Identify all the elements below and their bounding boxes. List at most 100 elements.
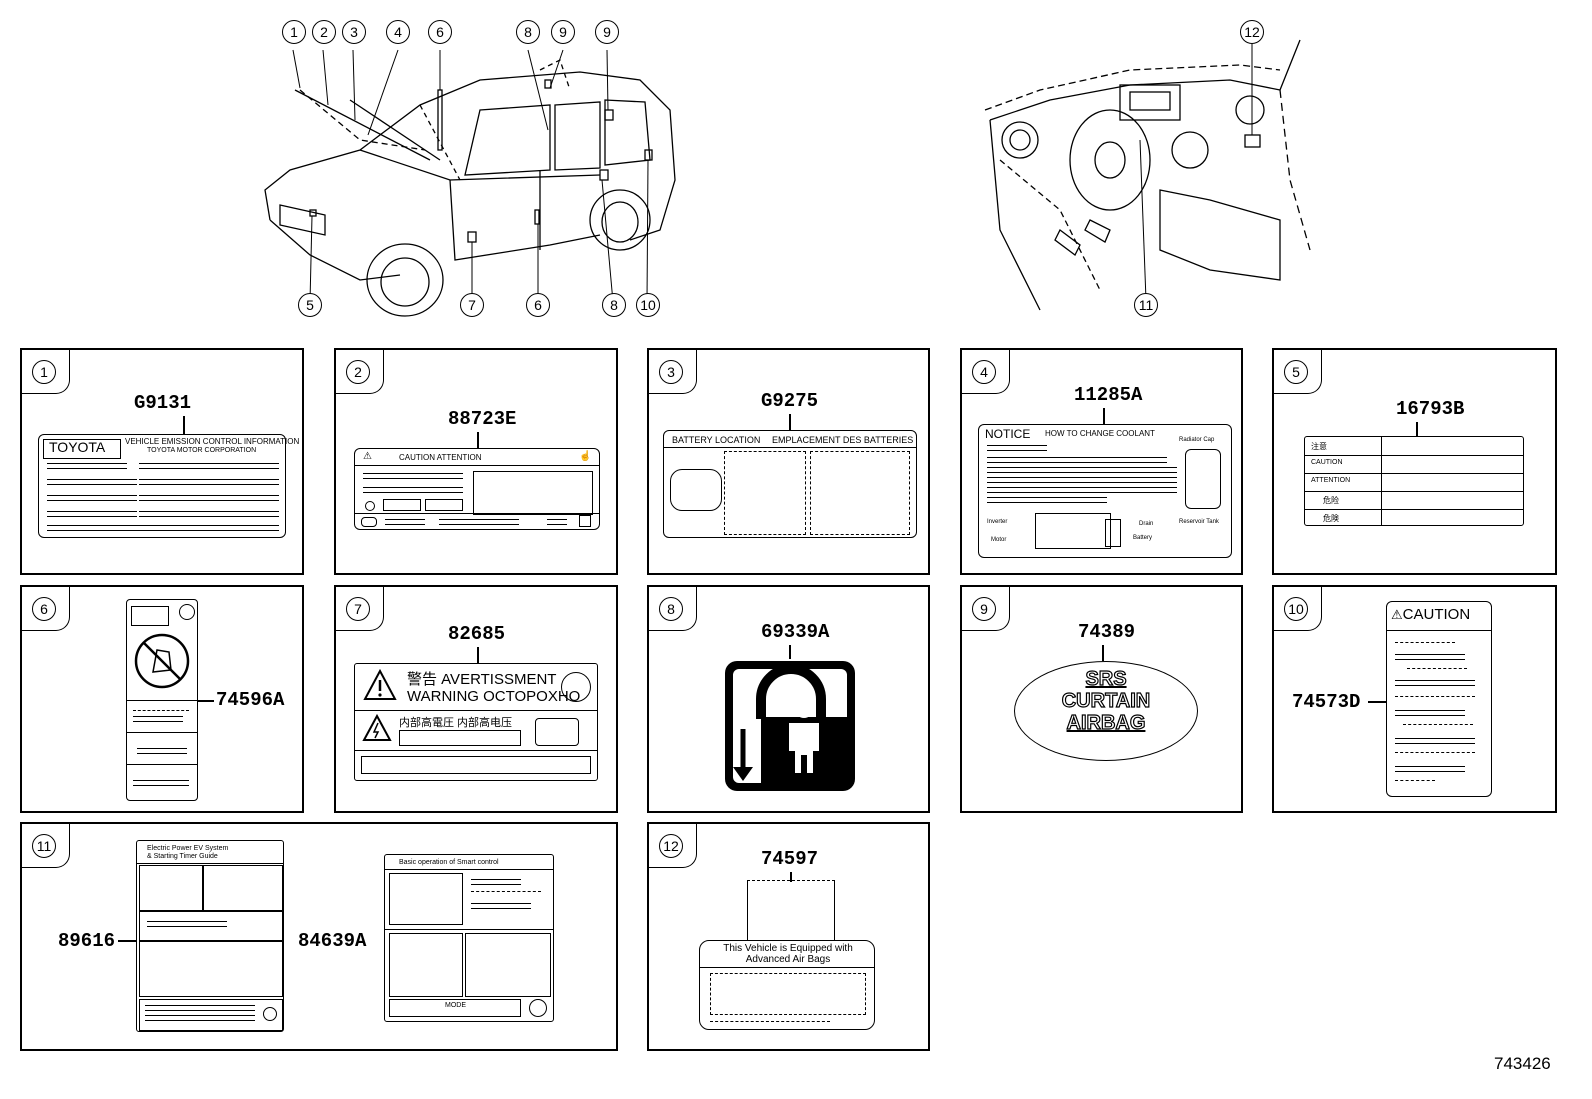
panel-number: 9 <box>972 597 996 621</box>
panel-tab: 12 <box>649 824 697 868</box>
panel-tab: 11 <box>22 824 70 868</box>
high-voltage-label: 警告 AVERTISSMENT WARNING OCTOPOXHO 内部高電圧 … <box>354 663 598 781</box>
coolant-heading: HOW TO CHANGE COOLANT <box>1045 429 1155 438</box>
no-touch-icon <box>561 672 591 702</box>
callout-10: 10 <box>636 293 660 317</box>
panel-tab: 3 <box>649 350 697 394</box>
row-text-1: 注意 <box>1311 442 1327 451</box>
leader-line <box>198 700 214 702</box>
panel-6: 6 74596A <box>20 585 304 813</box>
advanced-airbags-line-2: Advanced Air Bags <box>745 954 831 965</box>
part-number-b: 84639A <box>298 930 367 952</box>
callout-6b: 6 <box>526 293 550 317</box>
caution-heading: ⚠CAUTION <box>1391 606 1470 623</box>
callout-8: 8 <box>516 20 540 44</box>
leader-line <box>789 414 791 430</box>
leader-line-a <box>118 940 136 942</box>
battery-location-fr-text: EMPLACEMENT DES BATTERIES <box>772 435 914 445</box>
panel-number: 4 <box>972 360 996 384</box>
panel-1: 1 G9131 TOYOTA VEHICLE EMISSION CONTROL … <box>20 348 304 575</box>
motor-text: Motor <box>991 537 1007 543</box>
brand-text: TOYOTA <box>49 439 106 455</box>
inverter-text: Inverter <box>987 519 1008 525</box>
callout-11: 11 <box>1134 293 1158 317</box>
part-number: G9131 <box>134 392 192 414</box>
tall-warning-label <box>126 599 198 801</box>
part-number: 88723E <box>448 408 517 430</box>
part-number: 74596A <box>216 689 285 711</box>
battery-location-label: BATTERY LOCATION EMPLACEMENT DES BATTERI… <box>663 430 917 538</box>
panel-tab: 7 <box>336 587 384 631</box>
row-text-4: 危险 <box>1323 496 1339 505</box>
part-number: G9275 <box>761 390 819 412</box>
panel-tab: 5 <box>1274 350 1322 394</box>
battery-location-text: BATTERY LOCATION <box>672 435 761 445</box>
callout-8b: 8 <box>602 293 626 317</box>
panel-tab: 6 <box>22 587 70 631</box>
panel-5: 5 16793B 注意 CAUTION ATTENTION 危险 危険 <box>1272 348 1557 575</box>
callout-1: 1 <box>282 20 306 44</box>
card-heading-1: Electric Power EV System <box>147 845 229 852</box>
card-heading-b: Basic operation of Smart control <box>399 859 499 866</box>
panel-number: 5 <box>1284 360 1308 384</box>
caution-heading: CAUTION ATTENTION <box>399 453 482 462</box>
notice-text: NOTICE <box>985 427 1031 441</box>
panel-12: 12 74597 This Vehicle is Equipped with A… <box>647 822 930 1051</box>
leader-line <box>183 416 185 434</box>
warning-triangle-icon: ⚠ <box>363 451 372 462</box>
callout-9b: 9 <box>595 20 619 44</box>
child-lock-icon-label <box>723 659 857 793</box>
panel-number: 8 <box>659 597 683 621</box>
part-number: 11285A <box>1074 384 1143 406</box>
vehicle-exterior-illustration <box>250 10 690 320</box>
emission-heading: VEHICLE EMISSION CONTROL INFORMATION <box>125 437 300 446</box>
part-number: 74597 <box>761 848 819 870</box>
curtain-text: CURTAIN <box>1061 689 1151 712</box>
leader-line <box>1416 422 1418 436</box>
panel-number: 10 <box>1284 597 1308 621</box>
callout-4: 4 <box>386 20 410 44</box>
warning-triangle-icon <box>363 668 397 702</box>
warning-line-1: 警告 AVERTISSMENT <box>407 671 557 688</box>
panel-4: 4 11285A NOTICE HOW TO CHANGE COOLANT Ra… <box>960 348 1243 575</box>
leader-line <box>1102 645 1104 661</box>
airbag-text: AIRBAG <box>1066 711 1146 734</box>
part-number: 82685 <box>448 623 506 645</box>
part-number: 16793B <box>1396 398 1465 420</box>
panel-number: 11 <box>32 834 56 858</box>
callout-3: 3 <box>342 20 366 44</box>
ev-system-card: Electric Power EV System & Starting Time… <box>136 840 284 1032</box>
panel-number: 7 <box>346 597 370 621</box>
panel-tab: 2 <box>336 350 384 394</box>
radiator-cap-text: Radiator Cap <box>1179 437 1215 443</box>
panel-10: 10 74573D ⚠CAUTION <box>1272 585 1557 813</box>
callout-7: 7 <box>460 293 484 317</box>
panel-number: 3 <box>659 360 683 384</box>
panel-11: 11 89616 Electric Power EV System & Star… <box>20 822 618 1051</box>
panel-8: 8 69339A <box>647 585 930 813</box>
callout-5: 5 <box>298 293 322 317</box>
part-number: 74573D <box>1292 691 1361 713</box>
part-number: 69339A <box>761 621 830 643</box>
dashboard-interior-illustration <box>980 30 1340 330</box>
electric-hazard-icon <box>362 713 392 742</box>
warning-line-3: 内部高電圧 内部高电压 <box>399 717 513 729</box>
leader-line <box>789 645 791 659</box>
leader-line <box>477 432 479 448</box>
callout-2: 2 <box>312 20 336 44</box>
part-number: 74389 <box>1078 621 1136 643</box>
drain-text: Drain <box>1139 521 1154 527</box>
label-backing-sheet <box>747 880 835 945</box>
panel-7: 7 82685 警告 AVERTISSMENT WARNING OCTOPOXH… <box>334 585 618 813</box>
panel-9: 9 74389 SRS CURTAIN AIRBAG <box>960 585 1243 813</box>
part-number-a: 89616 <box>58 930 116 952</box>
leader-line <box>1368 701 1386 703</box>
card-heading-2: & Starting Timer Guide <box>147 853 218 860</box>
panel-number: 6 <box>32 597 56 621</box>
panel-number: 2 <box>346 360 370 384</box>
caution-tall-label: ⚠CAUTION <box>1386 601 1492 797</box>
advanced-airbags-label: This Vehicle is Equipped with Advanced A… <box>699 940 875 1030</box>
row-text-3: ATTENTION <box>1311 477 1351 484</box>
emission-label: TOYOTA VEHICLE EMISSION CONTROL INFORMAT… <box>38 434 299 538</box>
advanced-airbags-line-1: This Vehicle is Equipped with <box>723 943 853 954</box>
